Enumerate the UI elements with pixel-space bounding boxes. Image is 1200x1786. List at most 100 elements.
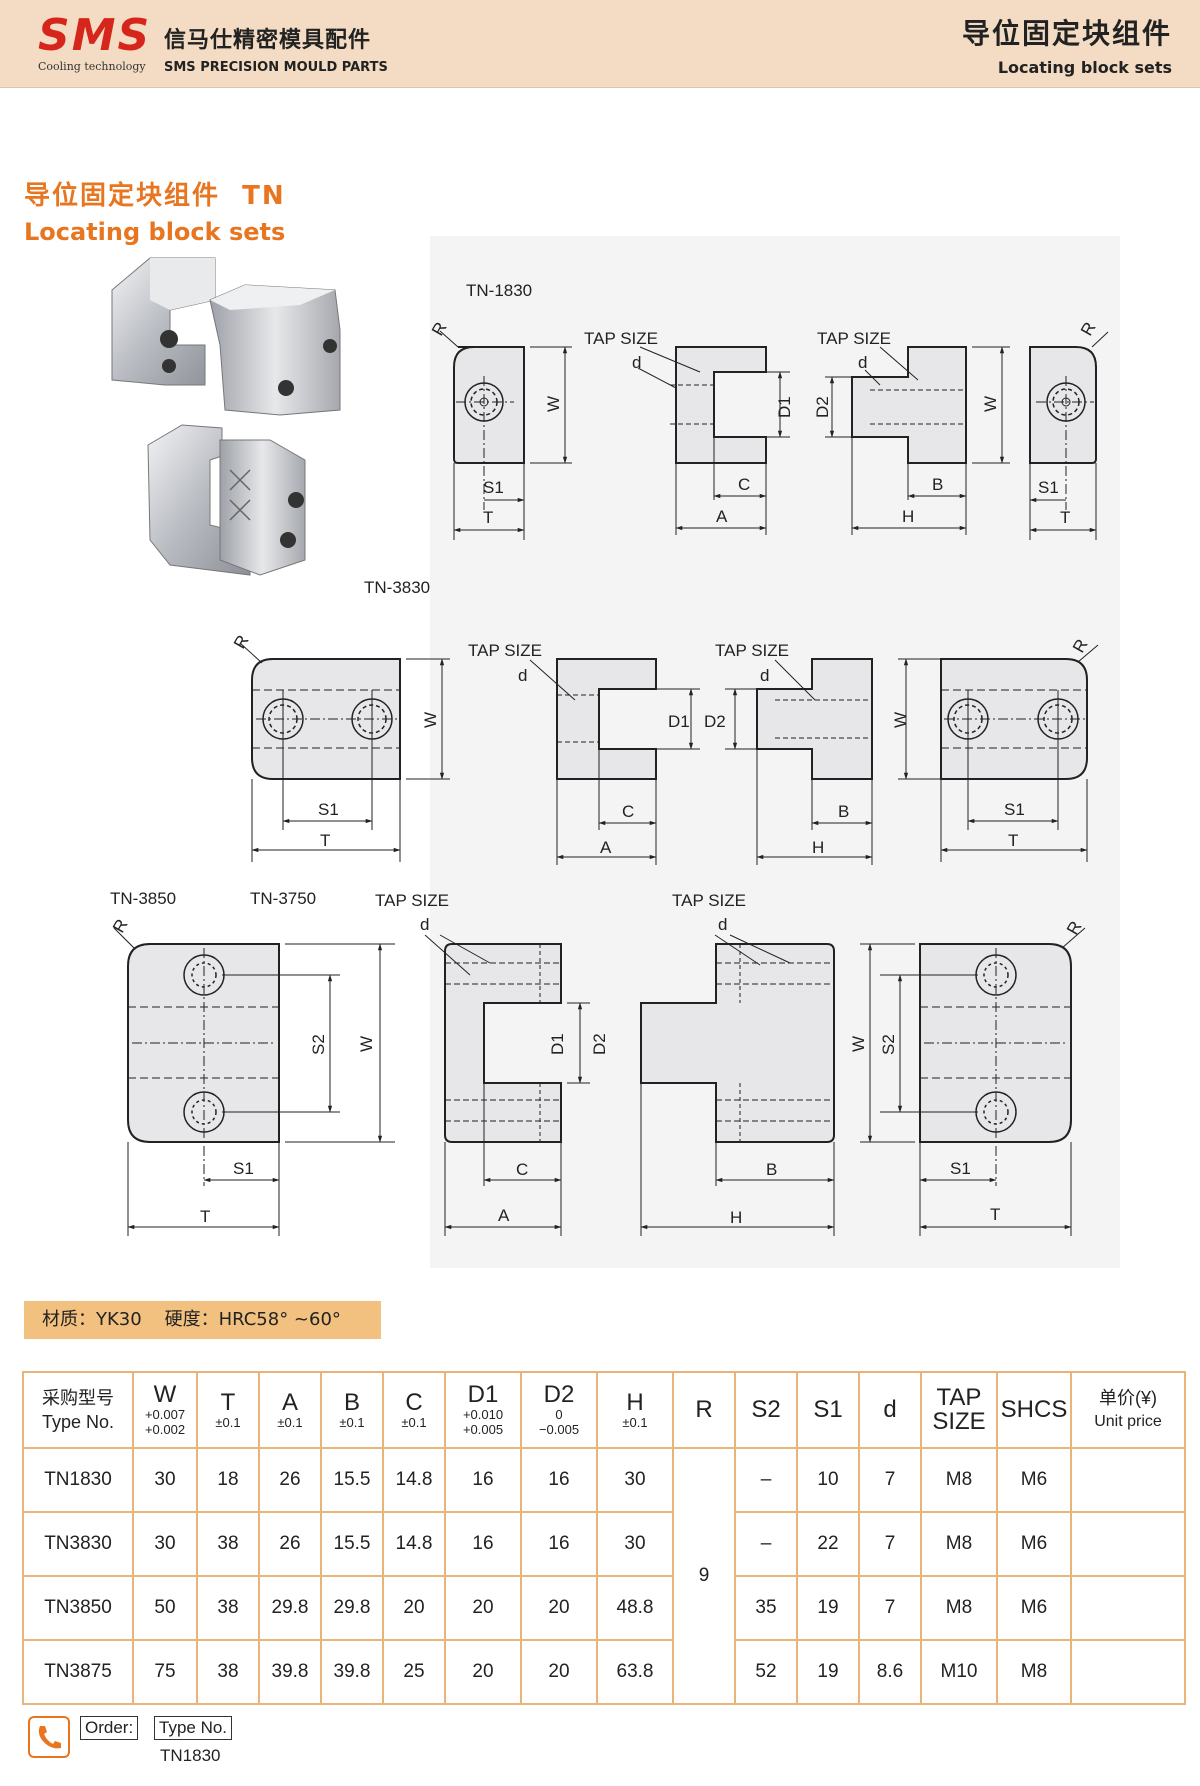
cell-unit-price (1070, 1639, 1186, 1705)
cell-type: TN1830 (22, 1447, 134, 1513)
cell-c: 14.8 (382, 1447, 446, 1513)
tn1830-label-t1: T (483, 508, 493, 527)
cell-b: 29.8 (320, 1575, 384, 1641)
phone-icon (28, 1716, 70, 1758)
tn1830-tap-size-1: TAP SIZE (584, 329, 658, 348)
cell-h: 30 (596, 1447, 674, 1513)
col-header-h: H±0.1 (596, 1371, 674, 1449)
model-label-tn3750: TN-3750 (250, 889, 316, 908)
tn1830-label-c: C (738, 475, 750, 494)
logo-tagline: Cooling technology (38, 60, 146, 73)
technical-drawing: TN-1830 R S1 T W (109, 236, 1120, 1268)
cell-d2: 16 (520, 1447, 598, 1513)
tn1830-label-s1-1: S1 (483, 478, 504, 497)
order-type-label: Type No. (154, 1716, 233, 1740)
tn3830-label-c: C (622, 802, 634, 821)
cell-s1: 22 (796, 1511, 860, 1577)
tn3850-label-s1-1: S1 (233, 1159, 254, 1178)
cell-c: 25 (382, 1639, 446, 1705)
cell-t: 38 (196, 1511, 260, 1577)
tn3850-label-t2: T (990, 1205, 1000, 1224)
tn1830-t-block (825, 346, 1010, 535)
cell-tap-size: M8 (920, 1447, 998, 1513)
tn3830-label-w2: W (891, 712, 910, 728)
tn1830-label-w2: W (981, 396, 1000, 412)
tn3850-c-block (424, 934, 590, 1236)
cell-t: 38 (196, 1639, 260, 1705)
cell-d2: 20 (520, 1575, 598, 1641)
header-title: 导位固定块组件 Locating block sets (962, 12, 1172, 77)
tn1830-label-d-1: d (632, 353, 641, 372)
tn3850-tap-size-2: TAP SIZE (672, 891, 746, 910)
cell-tap-size: M8 (920, 1575, 998, 1641)
cell-type: TN3850 (22, 1575, 134, 1641)
brand-name-cn: 信马仕精密模具配件 (164, 28, 372, 53)
col-header-r: R (672, 1371, 736, 1449)
cell-shcs: M6 (996, 1511, 1072, 1577)
header-title-en: Locating block sets (997, 58, 1172, 77)
cell-d2: 20 (520, 1639, 598, 1705)
cell-b: 15.5 (320, 1511, 384, 1577)
tn3830-label-d-1: d (518, 666, 527, 685)
tn3850-label-d-1: d (420, 915, 429, 934)
cell-h: 63.8 (596, 1639, 674, 1705)
header-title-cn: 导位固定块组件 (961, 17, 1172, 50)
table-row: TN3830 30 38 26 15.5 14.8 16 16 30 – 22 … (22, 1511, 1186, 1577)
tn3850-label-s1-2: S1 (950, 1159, 971, 1178)
cell-s2: 52 (734, 1639, 798, 1705)
cell-b: 39.8 (320, 1639, 384, 1705)
order-example: TN1830 (160, 1746, 221, 1765)
cell-type: TN3875 (22, 1639, 134, 1705)
tn1830-label-d-2: d (858, 353, 867, 372)
cell-w: 75 (132, 1639, 198, 1705)
section-title-en: Locating block sets (24, 218, 286, 246)
tn1830-label-d1: D1 (775, 396, 794, 418)
model-label-tn3830: TN-3830 (364, 578, 430, 597)
tn3830-tap-size-2: TAP SIZE (715, 641, 789, 660)
tn1830-front-view-mirror (1029, 331, 1109, 540)
cell-unit-price (1070, 1447, 1186, 1513)
tn3830-label-d2: D2 (704, 712, 726, 731)
cell-s1: 19 (796, 1639, 860, 1705)
tn3830-label-a: A (600, 838, 612, 857)
tn3850-label-s2-1: S2 (309, 1034, 328, 1055)
col-header-shcs: SHCS (996, 1371, 1072, 1449)
cell-type: TN3830 (22, 1511, 134, 1577)
tn3830-label-t1: T (320, 831, 330, 850)
tn3830-tap-size-1: TAP SIZE (468, 641, 542, 660)
cell-a: 29.8 (258, 1575, 322, 1641)
tn1830-label-a: A (716, 507, 728, 526)
tn1830-label-w1: W (544, 396, 563, 412)
col-header-c: C±0.1 (382, 1371, 446, 1449)
tn1830-label-t2: T (1060, 508, 1070, 527)
tn3830-label-d1: D1 (668, 712, 690, 731)
tn1830-label-d2: D2 (813, 396, 832, 418)
cell-tap-size: M8 (920, 1511, 998, 1577)
tn3830-label-s1-2: S1 (1004, 800, 1025, 819)
tn3850-front-view (113, 927, 395, 1236)
tn3850-label-w1: W (357, 1036, 376, 1052)
cell-a: 26 (258, 1511, 322, 1577)
tn3830-label-r1: R (230, 632, 253, 652)
cell-d: 7 (858, 1575, 922, 1641)
tn3850-label-h: H (730, 1208, 742, 1227)
tn3850-label-a: A (498, 1206, 510, 1225)
cell-t: 18 (196, 1447, 260, 1513)
cell-s1: 19 (796, 1575, 860, 1641)
col-header-t: T±0.1 (196, 1371, 260, 1449)
brand-name: 信马仕精密模具配件 SMS PRECISION MOULD PARTS (164, 22, 388, 75)
section-title: 导位固定块组件 TN Locating block sets (24, 175, 286, 246)
tn3850-label-w2: W (849, 1036, 868, 1052)
tn3830-label-h: H (812, 838, 824, 857)
material-note: 材质：YK30 硬度：HRC58° ~60° (24, 1301, 381, 1339)
tn3830-label-d-2: d (760, 666, 769, 685)
cell-d: 7 (858, 1447, 922, 1513)
tn3830-t-block (725, 658, 940, 865)
cell-c: 14.8 (382, 1511, 446, 1577)
brand-logo: SMS Cooling technology (38, 14, 151, 74)
tn3850-tap-size-1: TAP SIZE (375, 891, 449, 910)
cell-s2: 35 (734, 1575, 798, 1641)
